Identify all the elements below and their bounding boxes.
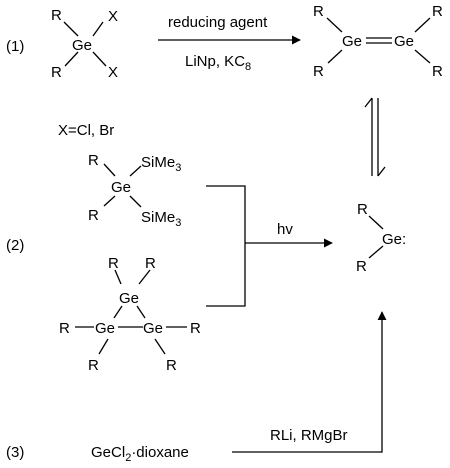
r-substituent: R [357, 201, 368, 218]
r-substituent: R [51, 7, 62, 24]
r-substituent: R [51, 64, 62, 81]
ge-atom: Ge [111, 179, 131, 196]
r-substituent: R [313, 63, 324, 80]
halide-definition: X=Cl, Br [58, 122, 114, 139]
trimethylsilyl-label: SiMe3 [141, 209, 181, 229]
r-substituent: R [356, 258, 367, 275]
r-substituent: R [313, 3, 324, 20]
x-substituent: X [108, 8, 118, 25]
r-substituent: R [88, 357, 99, 374]
digermene: R Ge Ge R R R [313, 3, 443, 80]
bis-silyl-germane: R SiMe3 Ge R SiMe3 [88, 152, 181, 229]
r-substituent: R [145, 255, 156, 272]
photolysis-arrow: hv [206, 185, 333, 307]
reagent-label-reducing-agent: reducing agent [168, 14, 268, 31]
reagent-label-rli-rmgbr: RLi, RMgBr [270, 427, 348, 444]
reaction-arrow-1: reducing agent LiNp, KC8 [158, 14, 301, 73]
ge-atom: Ge [72, 37, 92, 54]
germanium-dichloride-dioxane: GeCl2·dioxane [91, 444, 189, 464]
ge-atom: Ge [143, 320, 163, 337]
r-substituent: R [432, 63, 443, 80]
r-substituent: R [88, 207, 99, 224]
cyclotrigermane: R R Ge R Ge Ge R R R [59, 255, 201, 374]
r-substituent: R [88, 152, 99, 169]
r-substituent: R [190, 320, 201, 337]
reaction-arrow-3: RLi, RMgBr [232, 311, 387, 453]
ge-carbene-atom: Ge: [382, 231, 406, 248]
reagent-label-linp-kc8: LiNp, KC8 [185, 53, 251, 73]
ge-atom: Ge [394, 33, 414, 50]
r-substituent: R [108, 255, 119, 272]
ge-atom: Ge [95, 320, 115, 337]
route-label-1: (1) [6, 38, 24, 55]
reagent-label-hv: hv [277, 221, 293, 238]
x-substituent: X [108, 64, 118, 81]
r-substituent: R [166, 357, 177, 374]
ge-atom: Ge [119, 290, 139, 307]
route-label-3: (3) [6, 444, 24, 461]
r-substituent: R [432, 3, 443, 20]
r-substituent: R [59, 320, 70, 337]
germylene: R Ge: R [356, 201, 406, 275]
ge-atom: Ge [342, 33, 362, 50]
trimethylsilyl-label: SiMe3 [141, 154, 181, 174]
equilibrium-arrows [364, 97, 386, 177]
route-label-2: (2) [6, 237, 24, 254]
dihalogermane: R X Ge R X [51, 7, 118, 81]
